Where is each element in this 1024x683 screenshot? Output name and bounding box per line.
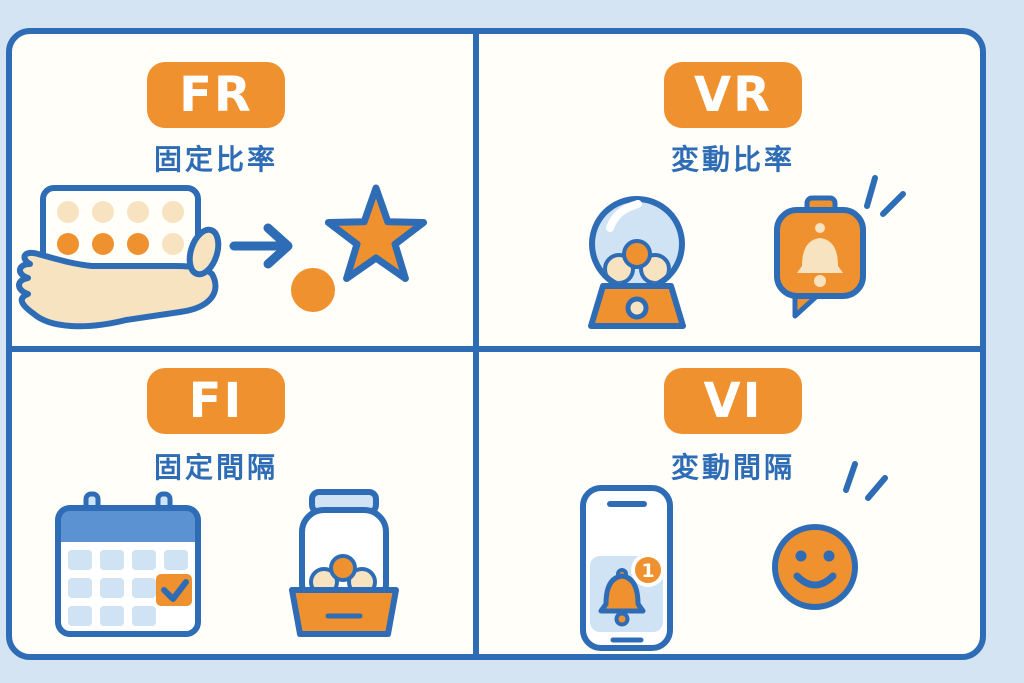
bell-glyph — [797, 223, 843, 287]
coin-icon — [291, 268, 335, 312]
hand-icon — [16, 250, 219, 330]
sound-lines-icon — [864, 175, 906, 217]
fr-illustration — [16, 184, 428, 330]
label-vi: 変動間隔 — [670, 451, 796, 484]
coin-slot — [625, 296, 649, 320]
thumb — [186, 226, 222, 278]
badge-vr: VR — [664, 62, 802, 128]
dome-highlight — [606, 200, 642, 232]
star-icon — [324, 184, 428, 282]
label-fi: 固定間隔 — [153, 451, 279, 484]
arrow-right-icon — [229, 223, 293, 269]
label-fr: 固定比率 — [153, 143, 279, 176]
jar-of-balls-icon — [289, 489, 399, 637]
calendar-check-icon — [55, 491, 201, 637]
gumball-machine-icon — [588, 196, 686, 329]
smiley-face-icon — [772, 524, 858, 610]
vr-illustration — [588, 175, 906, 329]
sound-lines-icon — [843, 461, 888, 501]
notification-count: 1 — [641, 560, 654, 582]
horizontal-divider — [12, 346, 980, 352]
badge-vi: VI — [664, 368, 802, 434]
badge-fi: FI — [147, 368, 285, 434]
bell-icon — [598, 568, 646, 627]
fi-illustration — [55, 489, 399, 637]
hand-punch-card-icon — [16, 185, 222, 330]
label-vr: 変動比率 — [670, 143, 796, 176]
vi-illustration: 1 — [580, 461, 888, 651]
vertical-divider — [473, 34, 479, 654]
notification-badge: 1 — [631, 553, 665, 587]
badge-fr: FR — [147, 62, 285, 128]
phone-bell-notification-icon: 1 — [580, 485, 673, 651]
bell-notification-icon — [774, 195, 866, 319]
check-mark-icon — [161, 579, 189, 602]
